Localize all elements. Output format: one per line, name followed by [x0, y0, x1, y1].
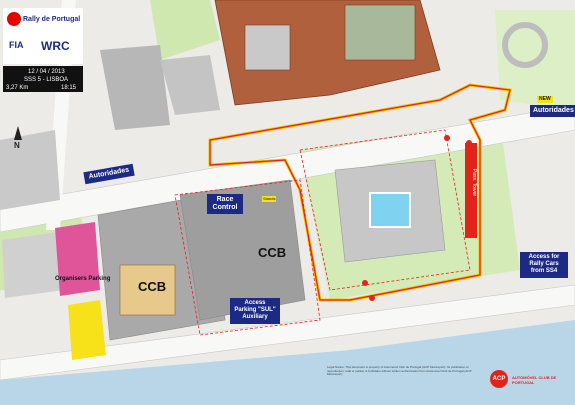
monastery-courtyard	[344, 4, 416, 61]
road-main-diagonal	[0, 104, 575, 233]
acp-logo: ACP	[490, 370, 508, 388]
river	[0, 320, 575, 405]
organisers-parking-label: Organisers Parking	[55, 276, 111, 282]
building-ccb-center	[179, 179, 306, 321]
ccb-left-label: CCB	[138, 279, 167, 294]
fia-logo: FIA	[9, 40, 24, 50]
roundabout	[502, 22, 548, 68]
autoridades-right-box: Autoridades	[530, 105, 575, 117]
pass-tower-bar	[465, 143, 477, 238]
stage-name: SSS 5 - LISBOA	[24, 77, 69, 83]
acp-name: AUTOMÓVEL CLUB DE PORTUGAL	[512, 375, 557, 386]
rally-logo-text: Rally de Portugal	[23, 16, 81, 23]
logo-panel: Rally de Portugal FIA WRC	[3, 8, 83, 64]
marker-4	[466, 140, 472, 146]
stands-label: Stands	[262, 196, 277, 202]
green-area-topleft	[150, 0, 220, 60]
ccb-right-label: CCB	[258, 245, 287, 260]
ccb-courtyard	[119, 264, 176, 316]
building-north-2	[160, 55, 220, 115]
yellow-area	[68, 300, 106, 360]
route-red	[209, 84, 511, 301]
north-arrow-icon	[14, 126, 22, 140]
building-left-block	[0, 130, 60, 210]
marker-1	[362, 280, 368, 286]
marker-2	[369, 295, 375, 301]
stage-time: 18:15	[61, 85, 77, 91]
marker-3	[444, 135, 450, 141]
building-warehouse	[2, 232, 64, 298]
monastery-cloister	[244, 24, 291, 71]
fountain-pool	[369, 192, 411, 228]
new-badge: NEW	[537, 96, 553, 103]
access-rally-cars-box: Access for Rally Cars from SS4	[520, 252, 568, 278]
stage-info-strip: 12 / 04 / 2013 SSS 5 - LISBOA 3,27 Km 18…	[3, 66, 83, 92]
north-label: N	[14, 141, 20, 150]
access-parking-box: Access Parking "SUL" Auxiliary	[230, 298, 280, 324]
stage-distance: 3,27 Km	[6, 85, 29, 91]
event-info-panel: Rally de Portugal FIA WRC 12 / 04 / 2013…	[3, 8, 83, 94]
legal-notice: Legal Notice: This document is property …	[327, 366, 472, 377]
building-north-1	[100, 45, 170, 130]
event-date: 12 / 04 / 2013	[28, 69, 65, 75]
organisers-parking-area	[55, 222, 100, 296]
boundary-dashed-right	[299, 129, 471, 291]
pass-tower-label: Pass. Tower	[471, 168, 478, 197]
road-lower	[0, 284, 575, 381]
vodafone-logo	[7, 12, 21, 26]
wrc-logo: WRC	[41, 39, 70, 53]
boundary-dashed-left	[174, 179, 321, 336]
race-control-box: Race Control	[207, 194, 243, 214]
